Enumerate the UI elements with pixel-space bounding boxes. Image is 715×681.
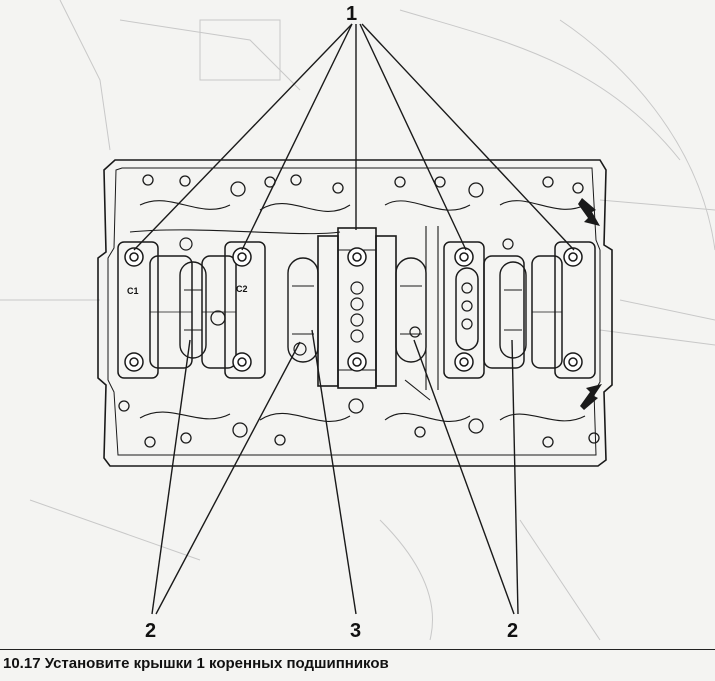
direction-arrow-icon-lower — [580, 384, 602, 410]
background-artifacts — [0, 0, 715, 641]
main-bearing-cap-2 — [201, 241, 266, 379]
figure-caption: 10.17 Установите крышки 1 коренных подши… — [3, 655, 389, 672]
callout-2-right: 2 — [507, 620, 518, 642]
crankshaft-journals — [179, 257, 527, 363]
callout-1: 1 — [346, 3, 357, 25]
main-bearing-cap-1 — [117, 241, 193, 379]
cap-marking-c2: C2 — [236, 284, 248, 294]
main-bearing-cap-5 — [531, 241, 596, 379]
block-outline — [97, 159, 613, 467]
cap-side-bolts — [179, 237, 514, 356]
cap-oil-holes — [350, 281, 473, 343]
cap-bolts — [124, 247, 583, 372]
callout-3: 3 — [350, 620, 361, 642]
leader-lines-1 — [133, 23, 575, 251]
caption-divider — [0, 649, 715, 650]
main-bearing-cap-4 — [425, 226, 525, 390]
leader-line-3 — [311, 329, 357, 615]
leader-lines-2-right — [413, 339, 519, 615]
leader-lines-2-left — [151, 339, 301, 615]
cap-marking-c1: C1 — [127, 286, 139, 296]
block-bolt-holes — [118, 174, 600, 448]
direction-arrow-icon — [578, 198, 600, 226]
callout-2-left: 2 — [145, 620, 156, 642]
block-oil-ducts — [129, 200, 586, 422]
